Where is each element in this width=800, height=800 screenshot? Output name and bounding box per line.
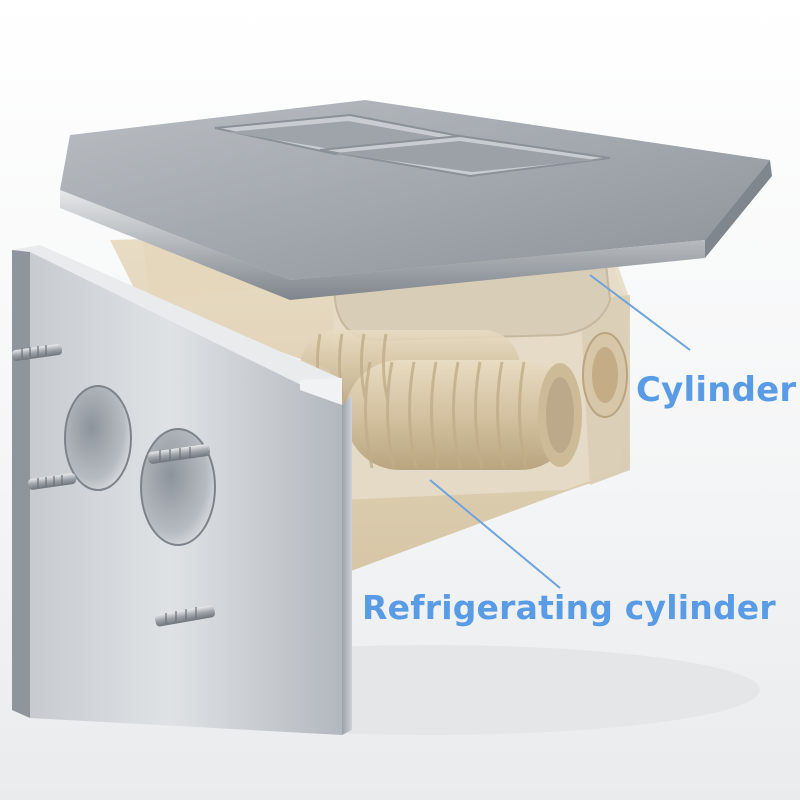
bolt-icon (28, 473, 77, 490)
refrigerating-coil (300, 330, 582, 470)
refrigerating-leader-line (429, 479, 561, 589)
bolt-icon (155, 605, 215, 627)
panel-hole-left (64, 385, 132, 491)
bolt-icon (12, 344, 63, 361)
mounting-bolts (12, 344, 215, 627)
cylinder-cap (582, 332, 628, 418)
bolt-icon (147, 444, 211, 464)
front-panel (12, 245, 352, 735)
cylinder-leader-line (589, 274, 691, 351)
stainless-top (60, 100, 772, 300)
cylinder-label: Cylinder (636, 370, 797, 410)
refrigerating-cylinder-label: Refrigerating cylinder (362, 588, 776, 627)
